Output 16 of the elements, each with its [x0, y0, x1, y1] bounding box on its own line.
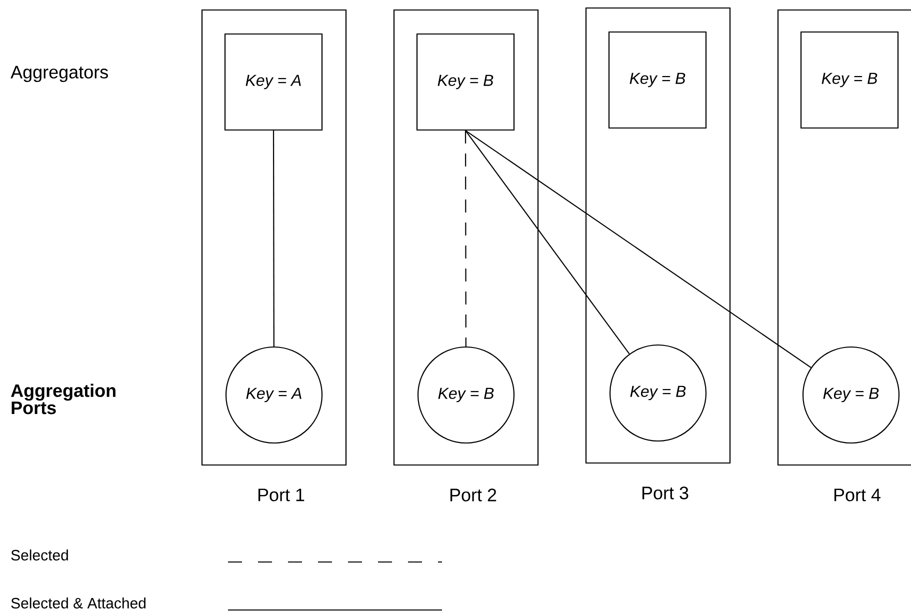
- port-label: Port 3: [642, 486, 688, 500]
- connector-line: [465, 130, 812, 368]
- aggregator-box: Key = B: [608, 31, 707, 129]
- legend-label: Selected: [11, 549, 68, 560]
- connector-line: [465, 130, 630, 354]
- port-label: Port 2: [450, 488, 496, 502]
- connector-line: [272, 130, 274, 346]
- connector-line: [464, 130, 466, 346]
- aggregator-box: Key = A: [224, 33, 323, 131]
- legend-label: Selected & Attached: [11, 597, 146, 608]
- port-label: Port 1: [258, 488, 304, 502]
- aggregator-box: Key = B: [416, 33, 515, 131]
- port-label: Port 4: [834, 488, 880, 502]
- side-label: Aggregation Ports: [11, 384, 116, 414]
- aggregator-box: Key = B: [800, 31, 899, 129]
- side-label: Aggregators: [10, 66, 108, 82]
